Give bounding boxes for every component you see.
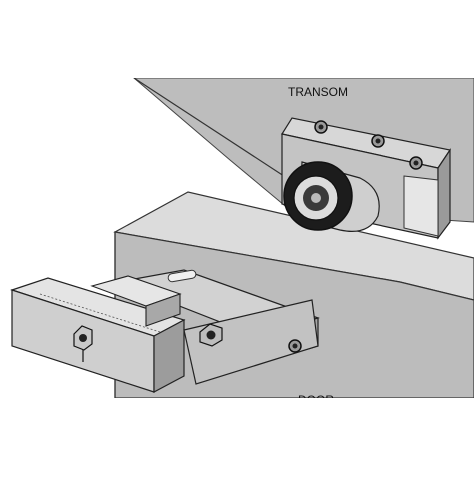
screw-icon xyxy=(371,134,385,148)
roller-bearing-icon xyxy=(283,161,380,232)
screw-icon xyxy=(409,156,423,170)
bolt-nut-icon xyxy=(199,323,223,347)
screw-icon xyxy=(314,120,328,134)
transom-edge xyxy=(133,78,291,181)
screw-icon xyxy=(288,339,302,353)
transom-label: TRANSOM xyxy=(288,85,348,99)
door-label: DOOR xyxy=(298,393,334,407)
bolt-nut-icon xyxy=(73,325,93,362)
